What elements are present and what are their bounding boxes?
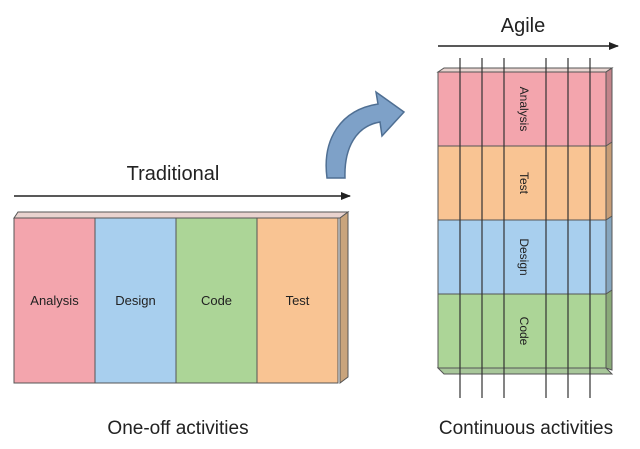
traditional-phase-label-code: Code (201, 293, 232, 308)
traditional-phase-label-analysis: Analysis (30, 293, 79, 308)
traditional-phase-label-design: Design (115, 293, 155, 308)
agile-phase-test (437, 145, 607, 221)
agile-phase-side-code (605, 289, 613, 371)
traditional-phase-label-test: Test (286, 293, 310, 308)
traditional-phase-test (256, 217, 339, 384)
transition-arrow-icon (325, 90, 406, 179)
traditional-phases: Analysis Design Code Test (13, 217, 339, 384)
traditional-block-top (13, 211, 350, 219)
traditional-phase-analysis (13, 217, 96, 384)
traditional-phase-code (175, 217, 258, 384)
agile-phase-side-test (605, 141, 613, 223)
agile-title: Agile (501, 15, 545, 37)
traditional-caption: One-off activities (107, 418, 248, 439)
agile-iteration-lines (459, 58, 591, 398)
agile-phase-side-analysis (605, 67, 613, 149)
agile-phase-label-code: Code (517, 317, 531, 346)
agile-phase-label-analysis: Analysis (517, 87, 531, 132)
agile-phase-label-test: Test (517, 172, 531, 195)
agile-phase-design (437, 219, 607, 295)
agile-caption: Continuous activities (439, 418, 613, 439)
traditional-title: Traditional (127, 163, 220, 185)
traditional-block-side (339, 211, 349, 384)
agile-phase-side-design (605, 215, 613, 297)
agile-block-top (436, 67, 614, 73)
agile-phase-label-design: Design (517, 238, 531, 275)
traditional-phase-design (94, 217, 177, 384)
agile-block-bottom (436, 367, 614, 375)
